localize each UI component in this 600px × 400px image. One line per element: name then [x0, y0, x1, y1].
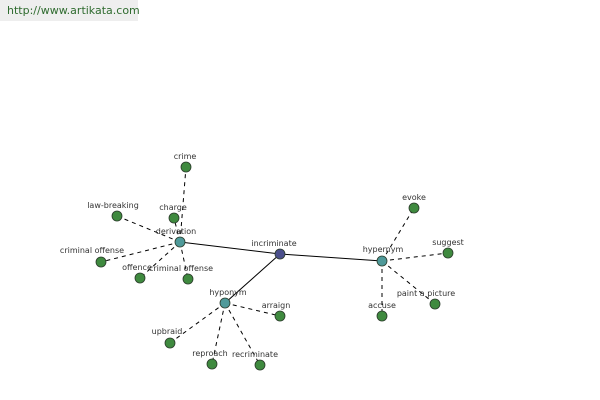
node-upbraid[interactable] [164, 337, 176, 349]
node-reproach[interactable] [206, 358, 218, 370]
edge-hypernym-evoke [381, 207, 415, 262]
node-criminal-offense-1[interactable] [95, 256, 107, 268]
label-offence[interactable]: offence [122, 263, 152, 272]
edge-incriminate-hyponym [224, 253, 281, 304]
node-recriminate[interactable] [254, 359, 266, 371]
edge-hyponym-arraign [224, 302, 281, 317]
edge-incriminate-derivation [179, 241, 281, 255]
edge-hypernym-suggest [381, 252, 449, 262]
label-law-breaking[interactable]: law-breaking [87, 201, 139, 210]
label-accuse[interactable]: accuse [368, 301, 396, 310]
node-crime[interactable] [180, 161, 192, 173]
label-upbraid[interactable]: upbraid [152, 327, 183, 336]
edge-derivation-criminal-offense-2 [179, 241, 189, 280]
node-hyponym[interactable] [219, 297, 231, 309]
node-law-breaking[interactable] [111, 210, 123, 222]
label-paint-a-picture[interactable]: paint a picture [397, 289, 455, 298]
node-derivation[interactable] [174, 236, 186, 248]
node-hypernym[interactable] [376, 255, 388, 267]
edge-hypernym-paint-a-picture [381, 260, 436, 305]
source-url-link[interactable]: http://www.artikata.com [0, 0, 140, 21]
node-arraign[interactable] [274, 310, 286, 322]
label-suggest[interactable]: suggest [432, 238, 464, 247]
label-derivation[interactable]: derivation [156, 227, 196, 236]
node-paint-a-picture[interactable] [429, 298, 441, 310]
node-incriminate[interactable] [274, 248, 286, 260]
label-crime[interactable]: crime [174, 152, 197, 161]
label-recriminate[interactable]: recriminate [232, 350, 278, 359]
label-incriminate[interactable]: incriminate [251, 239, 296, 248]
edge-incriminate-hypernym [279, 253, 383, 262]
node-criminal-offense-2[interactable] [182, 273, 194, 285]
label-criminal-offense-2[interactable]: criminal offense [149, 264, 213, 273]
edge-hyponym-upbraid [169, 302, 226, 344]
graph-edges [100, 166, 449, 366]
label-arraign[interactable]: arraign [262, 301, 291, 310]
node-charge[interactable] [168, 212, 180, 224]
label-charge[interactable]: charge [159, 203, 187, 212]
label-evoke[interactable]: evoke [402, 193, 426, 202]
node-evoke[interactable] [408, 202, 420, 214]
edge-derivation-offence [139, 241, 181, 279]
node-offence[interactable] [134, 272, 146, 284]
node-accuse[interactable] [376, 310, 388, 322]
label-reproach[interactable]: reproach [192, 349, 228, 358]
edge-hyponym-reproach [211, 302, 226, 365]
graph-labels: incriminate derivation hyponym hypernym crim… [60, 152, 464, 359]
node-suggest[interactable] [442, 247, 454, 259]
edge-derivation-criminal-offense-1 [100, 241, 181, 263]
graph-nodes [95, 161, 454, 371]
label-hyponym[interactable]: hyponym [209, 288, 247, 297]
label-hypernym[interactable]: hypernym [363, 245, 404, 254]
edge-derivation-law-breaking [116, 215, 181, 243]
label-criminal-offense-1[interactable]: criminal offense [60, 246, 124, 255]
edge-hyponym-recriminate [224, 302, 261, 366]
